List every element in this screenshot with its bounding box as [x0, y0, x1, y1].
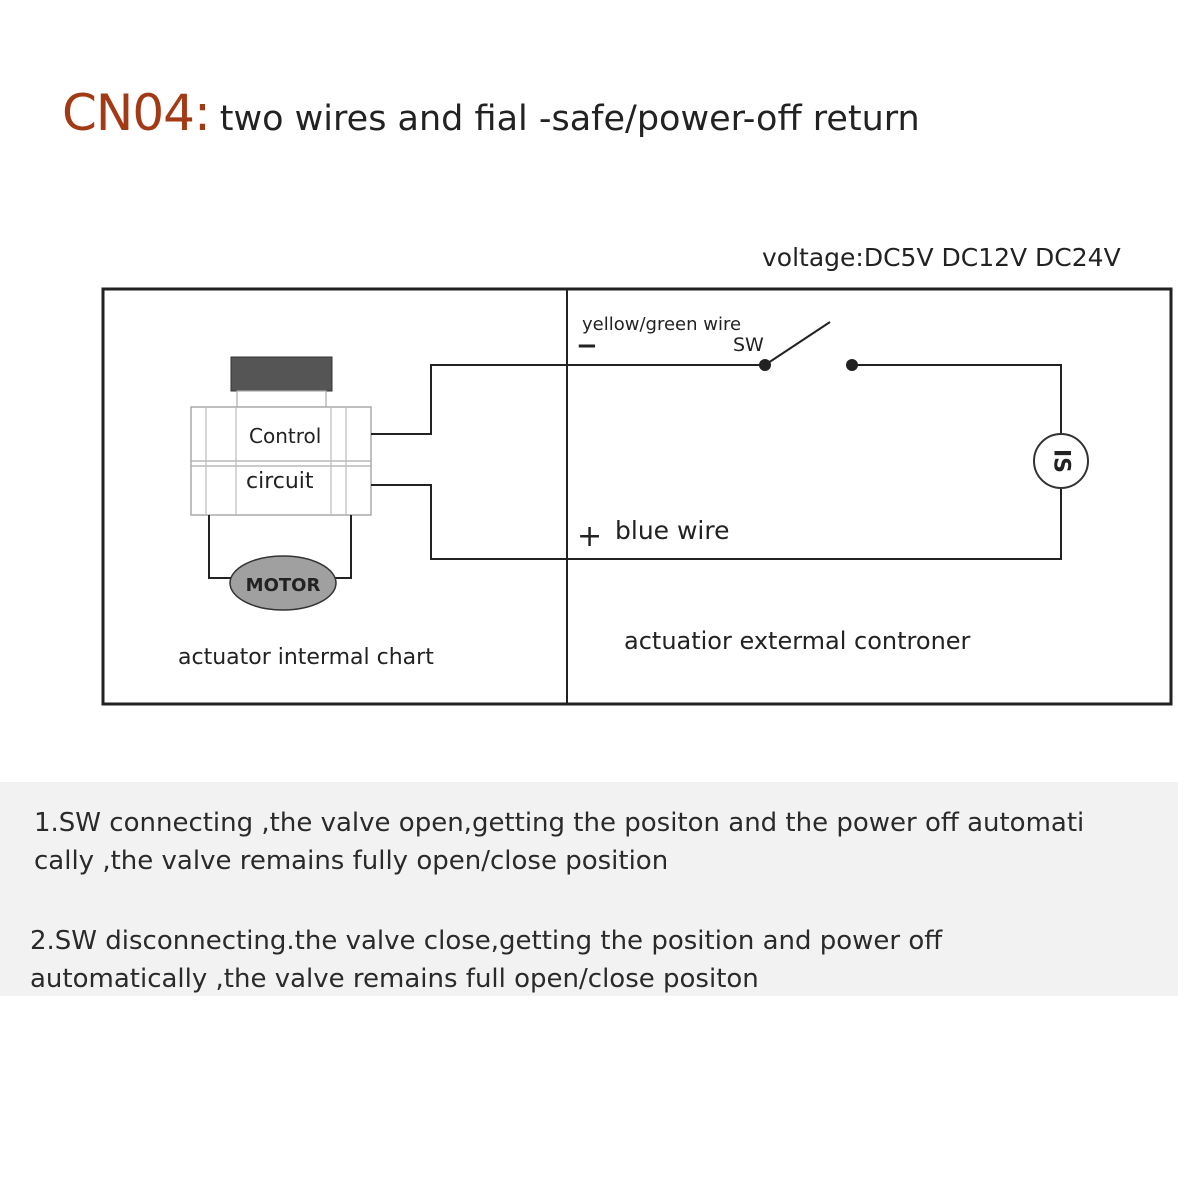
notes-panel — [0, 782, 1178, 996]
circuit-label: circuit — [246, 469, 314, 494]
motor — [229, 555, 337, 611]
yellow-green-wire-label: yellow/green wire — [582, 314, 741, 335]
note-1-line-2: cally ,the valve remains fully open/clos… — [34, 846, 669, 876]
power-source-label: IS — [1049, 449, 1074, 473]
plus-sign: + — [577, 519, 602, 554]
title-code: CN04: — [62, 84, 211, 142]
blue-wire — [371, 364, 1062, 560]
note-1: 1.SW connecting ,the valve open,getting … — [34, 804, 1174, 880]
control-label: Control — [249, 424, 321, 448]
title-text: two wires and fial -safe/power-off retur… — [219, 99, 920, 139]
left-panel-caption: actuator intermal chart — [178, 645, 434, 670]
switch-contact-right — [846, 359, 858, 371]
diagram-frame — [101, 287, 1173, 706]
wires — [371, 321, 1062, 560]
actuator-body — [190, 356, 372, 611]
right-panel-caption: actuatior extermal controner — [624, 627, 971, 655]
switch-lever — [764, 321, 831, 366]
power-source-icon — [1033, 433, 1089, 489]
switch-contact-left — [759, 359, 771, 371]
note-2: 2.SW disconnecting.the valve close,getti… — [30, 922, 1170, 998]
note-1-line-1: 1.SW connecting ,the valve open,getting … — [34, 808, 1085, 838]
switch-label: SW — [733, 334, 764, 356]
note-2-line-2: automatically ,the valve remains full op… — [30, 964, 759, 994]
minus-sign: − — [576, 331, 598, 361]
voltage-label: voltage:DC5V DC12V DC24V — [762, 243, 1121, 272]
page-title: CN04:two wires and fial -safe/power-off … — [62, 84, 920, 154]
note-2-line-1: 2.SW disconnecting.the valve close,getti… — [30, 926, 943, 956]
motor-label: MOTOR — [246, 575, 321, 596]
blue-wire-label: blue wire — [615, 516, 730, 545]
valve-cap — [230, 356, 333, 392]
yellow-green-wire — [371, 364, 765, 435]
